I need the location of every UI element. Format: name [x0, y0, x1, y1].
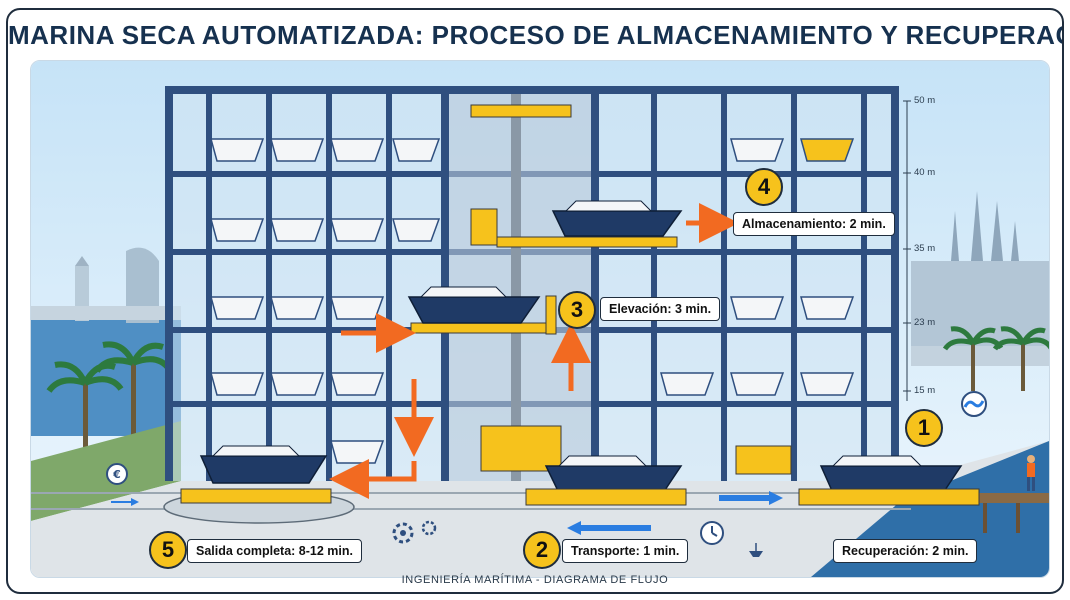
footer-caption: INGENIERÍA MARÍTIMA - DIAGRAMA DE FLUJO	[401, 574, 669, 586]
step-label-exit: Salida completa: 8-12 min.	[187, 539, 362, 563]
left-sea	[31, 316, 181, 436]
step-badge-3: 3	[558, 291, 596, 329]
step-badge-1: 1	[905, 409, 943, 447]
height-marker-40m: 40 m	[914, 167, 936, 178]
boat-icon	[749, 543, 763, 557]
step-label-storage: Almacenamiento: 2 min.	[733, 212, 895, 236]
left-skyline	[31, 247, 181, 323]
left-palms	[46, 341, 172, 461]
elevator-platforms	[410, 104, 678, 472]
step-badge-2: 2	[523, 531, 561, 569]
clock-icon	[700, 521, 724, 545]
euro-icon: €	[106, 463, 128, 485]
gear-icon	[392, 520, 437, 544]
height-marker-35m: 35 m	[914, 243, 936, 254]
pier	[976, 493, 1049, 533]
page-title: MARINA SECA AUTOMATIZADA: PROCESO DE ALM…	[8, 20, 1064, 50]
moving-boats	[199, 200, 963, 494]
step-badge-4: 4	[745, 168, 783, 206]
transport-carts	[163, 445, 980, 524]
left-lawn	[31, 421, 181, 521]
right-palms	[942, 326, 1049, 391]
height-marker-50m: 50 m	[914, 95, 936, 106]
step-label-transport: Transporte: 1 min.	[562, 539, 689, 563]
diagram-frame: MARINA SECA AUTOMATIZADA: PROCESO DE ALM…	[6, 8, 1064, 594]
step-label-elevation: Elevación: 3 min.	[600, 297, 721, 321]
step-label-recovery: Recuperación: 2 min.	[833, 539, 978, 563]
height-marker-23m: 23 m	[914, 317, 936, 328]
blue-flow-arrows	[111, 491, 783, 535]
wave-icon	[961, 391, 987, 417]
orange-flow-arrows	[329, 203, 739, 499]
arrow-exit	[329, 459, 417, 499]
dry-marina-scene: € 50 m 40 m 35 m 23 m 15 m 4 Almacenamie…	[30, 60, 1050, 578]
svg-text:€: €	[112, 468, 121, 481]
height-ruler	[903, 100, 911, 401]
step-badge-5: 5	[149, 531, 187, 569]
dock-worker	[1027, 455, 1035, 491]
height-marker-15m: 15 m	[914, 385, 936, 396]
scene-illustration: €	[31, 61, 1049, 577]
stored-boats	[210, 138, 855, 464]
